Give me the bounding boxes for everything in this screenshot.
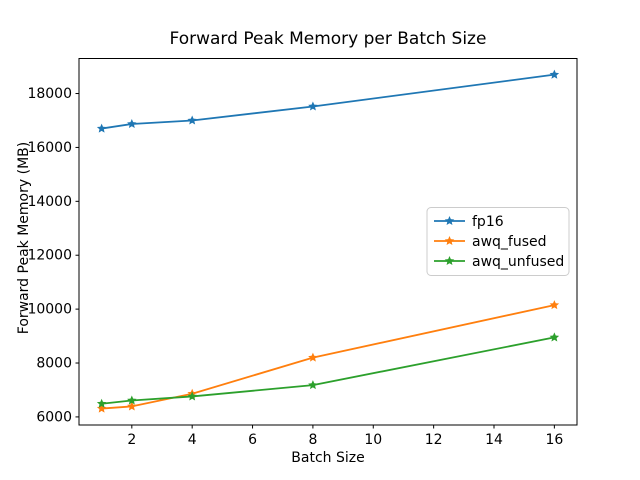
chart-title: Forward Peak Memory per Batch Size (169, 29, 487, 49)
x-tick-label: 6 (248, 432, 257, 448)
plot-frame (78, 58, 578, 426)
star-marker-fp16 (187, 115, 197, 125)
series-line-awq_fused (100, 304, 556, 410)
legend-label-awq_unfused: awq_unfused (472, 254, 564, 270)
star-marker-awq_fused (308, 352, 318, 362)
series-line-awq_unfused (100, 336, 556, 405)
legend-star-marker-awq_unfused (444, 256, 455, 266)
y-tick-label: 12000 (27, 248, 72, 264)
star-marker-awq_unfused (96, 398, 107, 408)
legend-label-awq_fused: awq_fused (472, 234, 547, 250)
star-marker-fp16 (549, 69, 560, 79)
star-marker-awq_fused (96, 403, 107, 413)
star-marker-awq_unfused (127, 395, 137, 405)
x-tick-label: 8 (308, 432, 317, 448)
y-tick-label: 6000 (36, 409, 72, 425)
x-axis-label: Batch Size (291, 450, 365, 466)
x-tick-label: 2 (127, 432, 136, 448)
star-marker-fp16 (308, 101, 318, 111)
legend-star-marker-awq_fused (444, 236, 455, 246)
y-tick-label: 18000 (27, 86, 72, 102)
y-tick-label: 16000 (27, 140, 72, 156)
star-marker-awq_unfused (187, 391, 197, 401)
legend-box (426, 207, 570, 276)
x-tick-label: 12 (425, 432, 443, 448)
y-tick-label: 8000 (36, 356, 72, 372)
x-tick-label: 4 (188, 432, 197, 448)
star-marker-fp16 (127, 118, 137, 129)
series-line-fp16 (100, 73, 556, 130)
legend-label-fp16: fp16 (472, 214, 504, 230)
x-tick-label: 16 (545, 432, 563, 448)
star-marker-awq_unfused (308, 380, 318, 390)
star-marker-awq_fused (549, 300, 560, 310)
y-tick-label: 10000 (27, 302, 72, 318)
star-marker-awq_fused (127, 401, 137, 411)
star-marker-awq_unfused (549, 332, 560, 342)
x-tick-label: 10 (364, 432, 382, 448)
star-marker-fp16 (96, 123, 107, 133)
x-tick-label: 14 (485, 432, 503, 448)
y-tick-label: 14000 (27, 194, 72, 210)
legend-star-marker-fp16 (444, 216, 455, 226)
